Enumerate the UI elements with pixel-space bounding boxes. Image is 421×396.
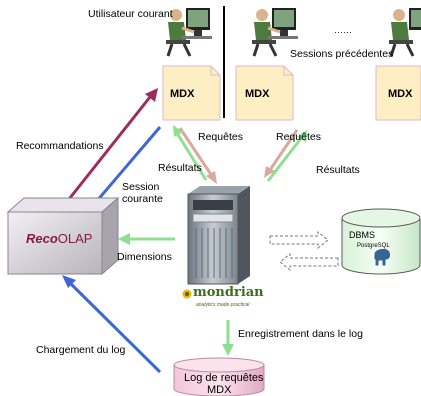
label-requetes-previous: Requêtes <box>276 131 321 143</box>
mdx-document-previous-2 <box>375 65 421 121</box>
recoolap-box <box>6 196 120 276</box>
label-resultats-previous: Résultats <box>316 164 360 176</box>
arrow-dbms-exchange <box>269 230 339 272</box>
recoolap-title: RecoOLAP <box>26 231 93 246</box>
label-requetes-current: Requêtes <box>198 131 243 143</box>
label-resultats-current: Résultats <box>158 162 202 174</box>
label-current-user: Utilisateur courant <box>88 8 173 20</box>
postgresql-elephant-icon <box>373 247 392 267</box>
label-session-line1: Session <box>122 181 160 193</box>
arrow-enregistrement-log <box>222 320 234 356</box>
mdx-label-previous-2: MDX <box>388 88 413 100</box>
dbms-cylinder <box>341 208 421 275</box>
dbms-product: PostgreSQL <box>357 243 390 249</box>
label-dimensions: Dimensions <box>117 251 172 263</box>
user-icon-previous-1 <box>252 8 298 57</box>
recoolap-title-prefix: Reco <box>26 231 58 246</box>
label-ellipsis: …… <box>334 25 352 35</box>
mondrian-tagline: analytics made practical <box>196 302 250 308</box>
arrow-requetes-current <box>178 127 217 184</box>
label-chargement: Chargement du log <box>36 344 126 356</box>
arrow-requetes-previous <box>264 129 299 178</box>
mdx-label-current: MDX <box>170 88 195 100</box>
user-icon-previous-2 <box>389 8 421 57</box>
arrow-resultats-previous <box>266 130 307 182</box>
label-previous-sessions: Sessions précédentes <box>290 48 394 60</box>
label-recommandations: Recommandations <box>16 140 104 152</box>
mdx-document-previous-1 <box>235 65 294 121</box>
arrow-chargement-log <box>62 275 162 374</box>
label-session-line2: courante <box>122 193 163 205</box>
arrow-dimensions <box>118 233 175 245</box>
user-icon-current <box>166 8 212 57</box>
arrow-resultats-current <box>173 125 208 181</box>
log-label-line2: MDX <box>207 384 232 396</box>
log-cylinder <box>173 357 265 396</box>
mondrian-server-icon <box>187 186 250 285</box>
recoolap-title-suffix: OLAP <box>57 231 93 246</box>
dbms-label: DBMS <box>349 230 376 240</box>
mdx-label-previous-1: MDX <box>245 88 270 100</box>
label-enregistrement: Enregistrement dans le log <box>238 328 363 340</box>
mdx-document-current <box>162 65 221 121</box>
arrow-recommandations <box>60 88 158 209</box>
mondrian-logo-text: mondrian <box>193 285 264 300</box>
mondrian-logo-icon <box>182 289 192 299</box>
log-label-line1: Log de requêtes <box>184 372 264 384</box>
